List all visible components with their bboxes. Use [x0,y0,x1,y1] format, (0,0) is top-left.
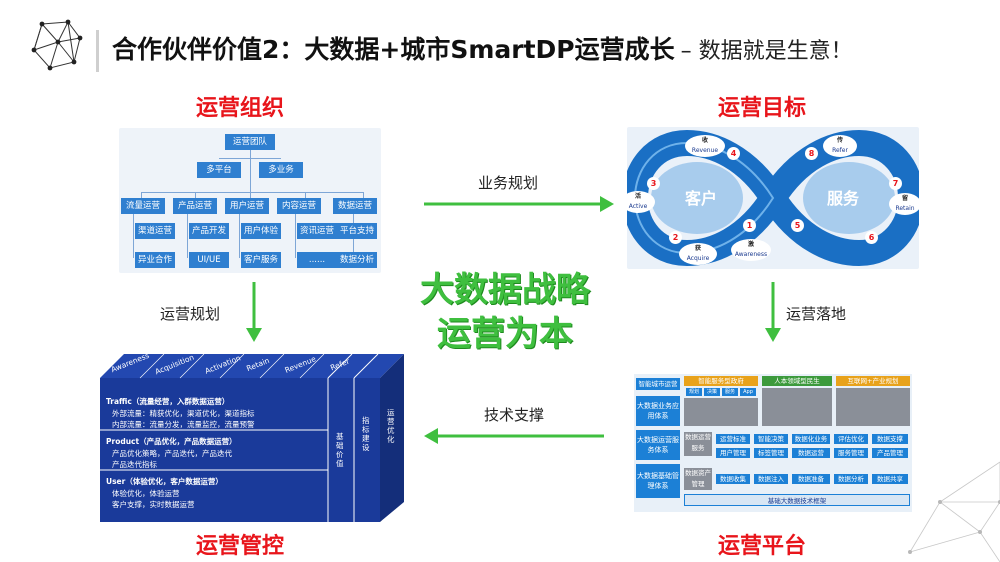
section-title-platform: 运营平台 [718,534,807,559]
platform-cell: 标签管理 [754,448,788,458]
platform-cell: 数据分析 [834,474,868,484]
cube-section-line: 体验优化，体验运营 [112,489,180,498]
infinity-left-label: 客户 [685,189,718,208]
section-title-goal: 运营目标 [718,96,807,121]
arrow-label-right: 运营落地 [786,305,847,323]
platform-row-label: 大数据运营服务体系 [636,430,680,460]
platform-cell: 数据支撑 [872,434,908,444]
node-number: 2 [669,231,682,244]
org-item: 产品开发 [189,223,229,239]
arrow-left-bottom [424,428,604,444]
cube-section-line: 产品优化策略，产品迭代，产品迭代 [112,449,232,458]
cube-section-head: User（体验优化，客户数据运营） [106,477,223,486]
platform-cell: 智能决策 [754,434,788,444]
arrow-right-top [424,196,614,212]
cube-side-label: 基础价值 [336,432,344,468]
org-item: 渠道运营 [135,223,175,239]
cube-section-head: Traffic（流量经营，入群数据运营） [106,397,230,406]
platform-top-sub: App [740,388,756,396]
platform-cell: 数据收集 [716,474,750,484]
infinity-right-label: 服务 [827,189,860,208]
org-column-head: 流量运营 [121,198,165,214]
platform-top-sub: 服务 [722,388,738,396]
platform-cell: 数据注入 [754,474,788,484]
node-number: 1 [743,219,756,232]
arrow-down-right [765,282,781,342]
org-root: 运营团队 [225,134,275,150]
platform-top-group: 智能服务型政府 [684,376,758,386]
platform-cell: 产品管理 [872,448,908,458]
platform-top-left: 智能城市运营 [636,378,680,390]
page-subtitle: – 数据就是生意！ [680,39,853,64]
center-line-1: 大数据战略 [420,270,590,310]
decorative-network-icon [908,461,1000,562]
org-level2-item: 多业务 [259,162,303,178]
org-column-head: 内容运营 [277,198,321,214]
page-title: 合作伙伴价值2：大数据+城市SmartDP运营成长– 数据就是生意！ [112,35,853,64]
section-title-org: 运营组织 [196,96,285,121]
cube-side-label: 指标建设 [362,416,370,452]
org-item: 数据分析 [337,252,377,268]
arrow-label-left: 运营规划 [160,305,221,323]
org-level2-item: 多平台 [197,162,241,178]
platform-cell: 用户管理 [716,448,750,458]
org-item: 用户体验 [241,223,281,239]
platform-cell: 评估优化 [834,434,868,444]
platform-top-sub: 规划 [686,388,702,396]
platform-architecture: 智能城市运营 智能服务型政府 人本领域型民生 互联网+产业规划 规划 决策 服务… [634,374,912,512]
org-item: UI/UE [189,252,229,268]
node-number: 4 [727,147,740,160]
center-line-2: 运营为本 [437,314,573,354]
platform-cell: 数据运营 [792,448,830,458]
platform-cell: 数据准备 [792,474,830,484]
title-divider [96,30,99,72]
platform-bottom: 基础大数据技术框架 [684,494,910,506]
platform-top-group: 人本领域型民生 [762,376,832,386]
org-item: 资讯运营 [297,223,337,239]
node-number: 8 [805,147,818,160]
center-strategy-text: 大数据战略 运营为本 [410,268,600,356]
platform-row-label: 大数据业务应用体系 [636,396,680,426]
org-column-head: 数据运营 [333,198,377,214]
org-column-head: 用户运营 [225,198,269,214]
platform-top-group: 互联网+产业规划 [836,376,910,386]
platform-row-label: 大数据基础管理体系 [636,464,680,498]
arrow-down-left [246,282,262,342]
node-number: 3 [647,177,660,190]
cube-section-line: 外部流量：精获优化，渠道优化，渠道指标 [112,409,255,418]
cube-section-head: Product（产品优化，产品数据运营） [106,437,237,446]
node-number: 6 [865,231,878,244]
cube-section-line: 客户支撑，实时数据运营 [112,500,195,509]
cube-side-label: 运营优化 [387,408,395,444]
org-chart: 运营团队 多平台 多业务 流量运营 产品运营 用户运营 内容运营 数据运营 渠道… [119,128,381,273]
platform-top-sub: 决策 [704,388,720,396]
org-item: 客户服务 [241,252,281,268]
platform-cell: 数据化业务 [792,434,830,444]
platform-cell: 运营标准 [716,434,750,444]
arrow-label-top: 业务规划 [478,174,539,192]
arrow-label-bottom: 技术支撑 [484,406,545,424]
org-item: 平台支持 [337,223,377,239]
control-cube: Awareness Acquisition Activation Retain … [100,351,404,522]
org-item: ...... [297,252,337,268]
org-item: 异业合作 [135,252,175,268]
platform-service-left: 数据运营服务 [684,432,712,456]
network-logo-icon [31,19,83,71]
platform-cell: 数据共享 [872,474,908,484]
org-column-head: 产品运营 [173,198,217,214]
platform-mgmt-left: 数据资产管理 [684,468,712,490]
platform-cell: 服务管理 [834,448,868,458]
node-number: 5 [791,219,804,232]
section-title-control: 运营管控 [196,534,285,559]
node-number: 7 [889,177,902,190]
cube-section-line: 产品迭代指标 [112,460,157,469]
cube-section-line: 内部流量：流量分发，流量监控，流量预警 [112,420,255,429]
